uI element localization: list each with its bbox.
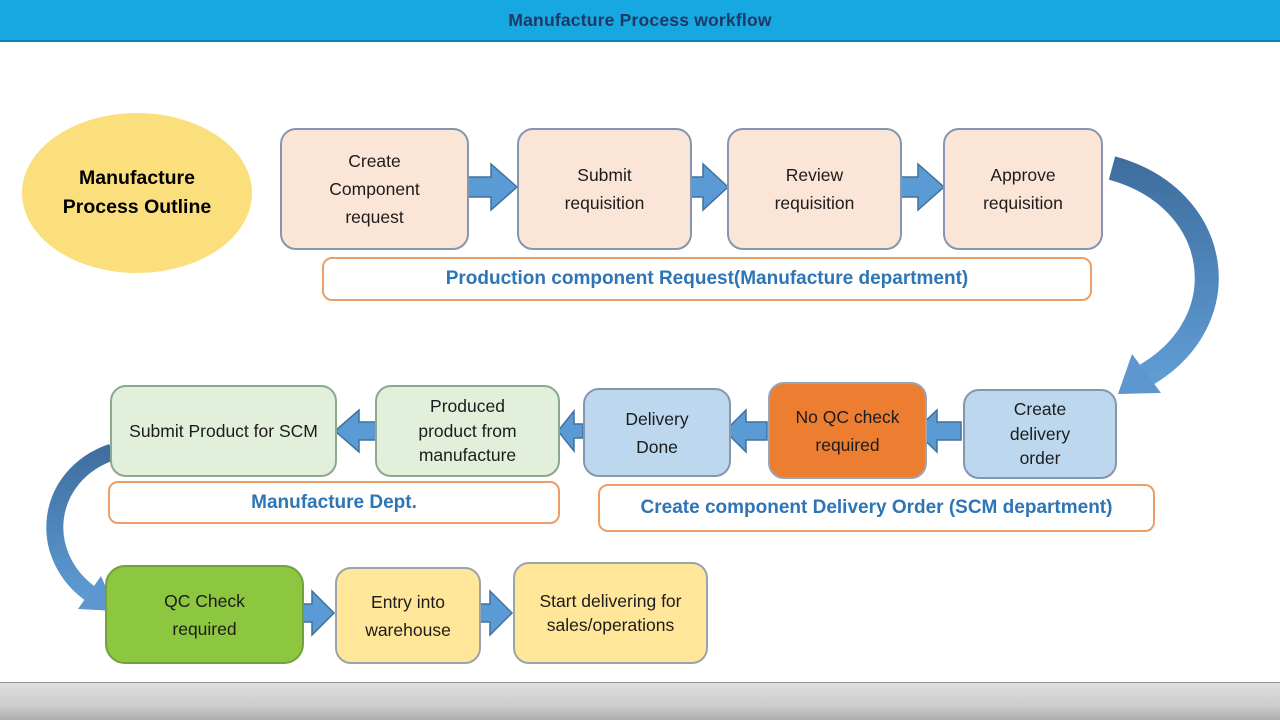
- step-approve-requisition: Approve requisition: [943, 128, 1103, 250]
- step-label: QC Check required: [164, 590, 245, 639]
- step-label: Create delivery order: [1009, 399, 1071, 469]
- slide-title-bar: Manufacture Process workflow: [0, 0, 1280, 42]
- arrow-right-icon: [465, 162, 519, 212]
- step-produced-product-from-manufacture: Produced product from manufacture: [375, 385, 560, 477]
- arrow-left-icon: [557, 408, 584, 454]
- step-label: No QC check required: [795, 406, 900, 455]
- step-create-delivery-order: Create delivery order: [963, 389, 1117, 479]
- step-qc-check-required: QC Check required: [105, 565, 304, 664]
- caption-production-component-request: Production component Request(Manufacture…: [322, 257, 1092, 301]
- caption-manufacture-dept: Manufacture Dept.: [108, 481, 560, 524]
- arrow-left-icon: [723, 408, 768, 454]
- step-label: Submit Product for SCM: [129, 421, 318, 441]
- step-label: Start delivering for sales/operations: [539, 590, 682, 636]
- caption-create-component-delivery-order: Create component Delivery Order (SCM dep…: [598, 484, 1155, 532]
- slide-title: Manufacture Process workflow: [508, 9, 772, 30]
- step-entry-into-warehouse: Entry into warehouse: [335, 567, 481, 664]
- step-label: Entry into warehouse: [365, 591, 451, 640]
- arrow-left-icon: [333, 408, 377, 454]
- step-label: Produced product from manufacture: [418, 396, 517, 466]
- arrow-right-icon: [300, 589, 336, 637]
- step-create-component-request: Create Component request: [280, 128, 469, 250]
- step-delivery-done: Delivery Done: [583, 388, 731, 477]
- step-review-requisition: Review requisition: [727, 128, 902, 250]
- curved-arrow-down-right-icon: [46, 443, 116, 602]
- caption-label: Manufacture Dept.: [251, 491, 417, 513]
- step-label: Create Component request: [329, 151, 420, 227]
- arrow-right-icon: [477, 589, 514, 637]
- curved-arrowhead-icon: [1118, 354, 1161, 394]
- step-submit-product-for-scm: Submit Product for SCM: [110, 385, 337, 477]
- caption-label: Production component Request(Manufacture…: [445, 268, 969, 289]
- step-label: Review requisition: [774, 165, 855, 213]
- step-label: Approve requisition: [983, 165, 1063, 213]
- step-label: Submit requisition: [564, 165, 645, 213]
- arrow-right-icon: [688, 162, 730, 212]
- step-label: Delivery Done: [625, 408, 689, 457]
- process-outline-label: Manufacture Process Outline: [62, 166, 212, 218]
- curved-arrow-down-left-icon: [1108, 156, 1219, 386]
- process-outline-bubble: Manufacture Process Outline: [22, 113, 252, 273]
- arrow-right-icon: [897, 162, 946, 212]
- slide-footer-bar: [0, 682, 1280, 720]
- caption-label: Create component Delivery Order (SCM dep…: [640, 497, 1113, 518]
- step-submit-requisition: Submit requisition: [517, 128, 692, 250]
- step-no-qc-check-required: No QC check required: [768, 382, 927, 479]
- step-start-delivering: Start delivering for sales/operations: [513, 562, 708, 664]
